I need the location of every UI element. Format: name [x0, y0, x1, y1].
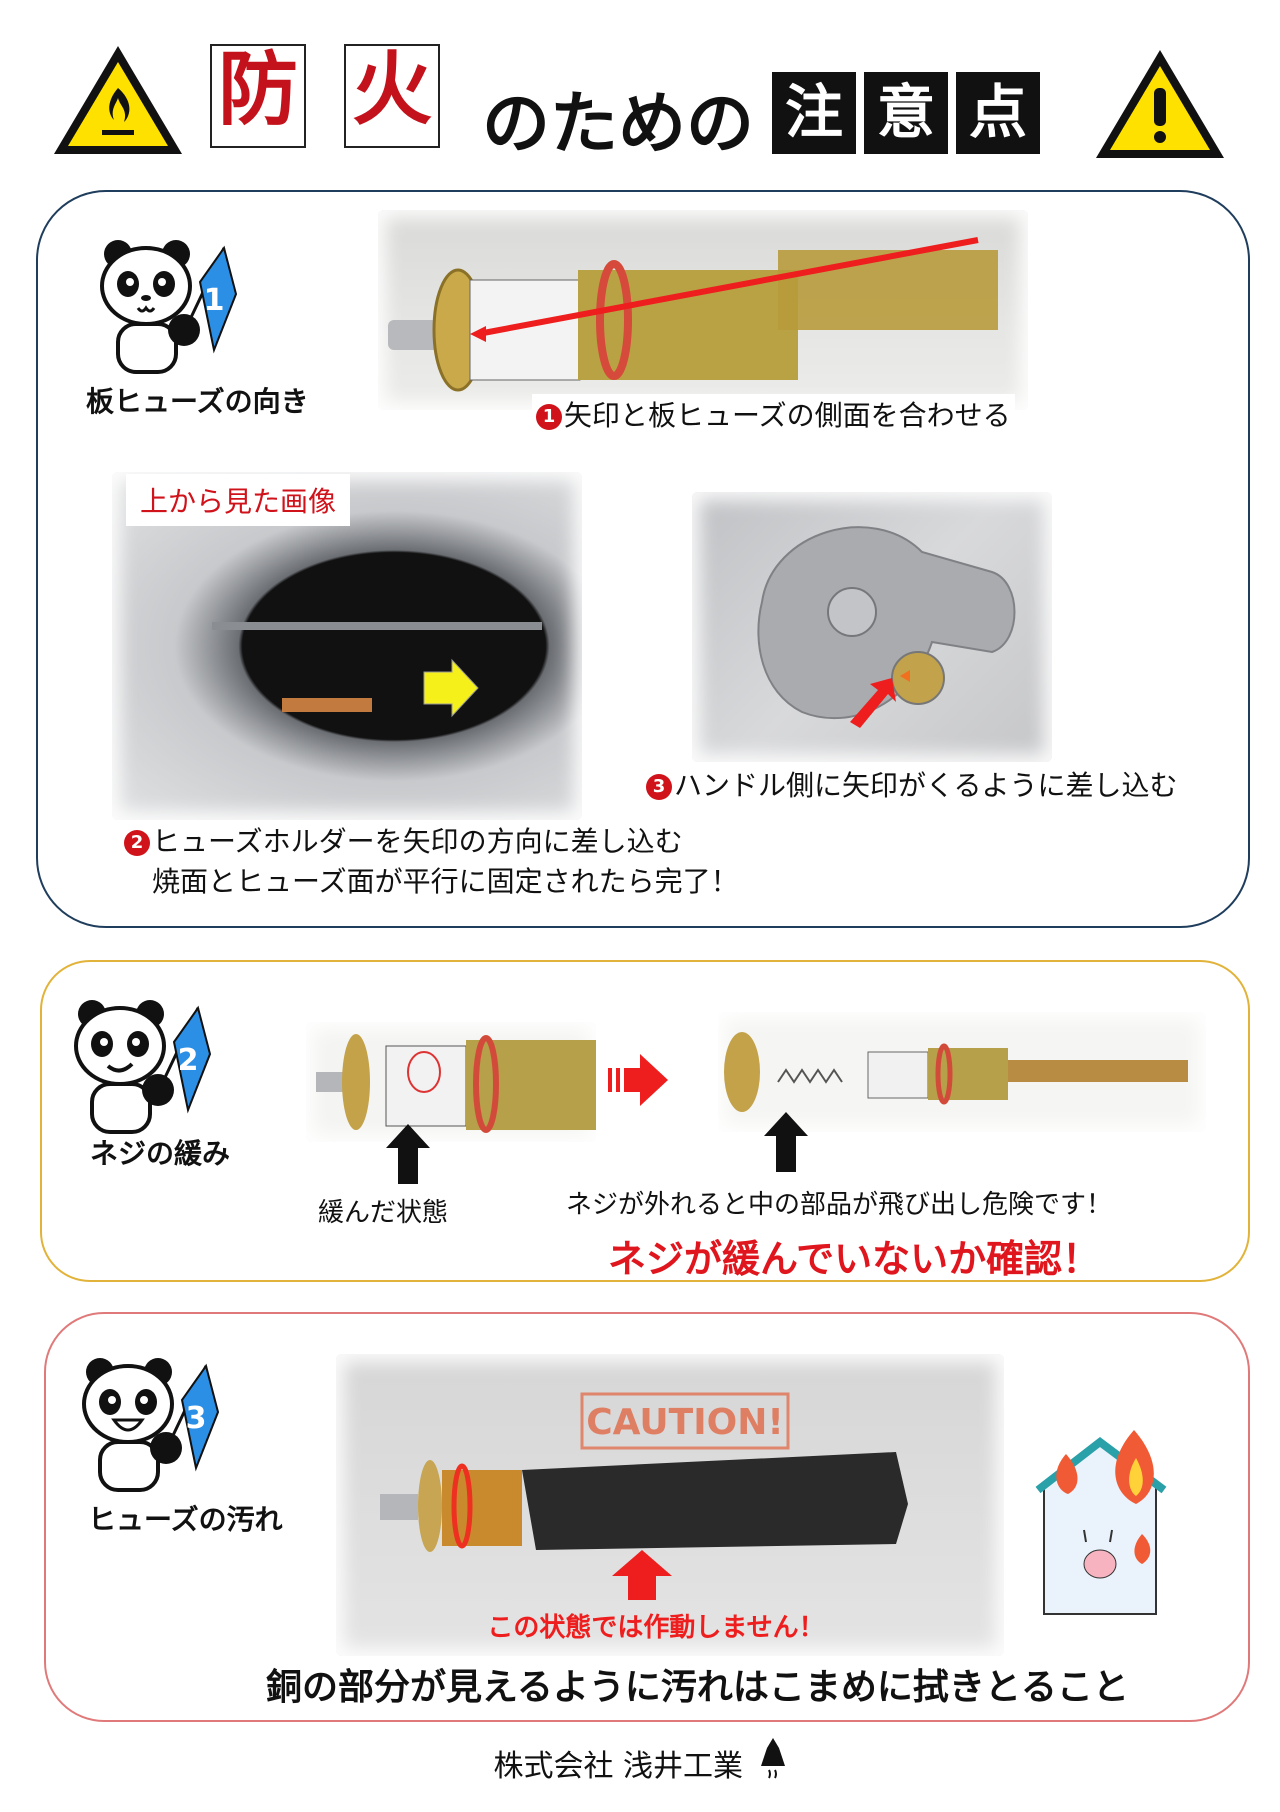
red-arrow-icon — [608, 1050, 670, 1114]
flammable-warning-icon — [48, 40, 188, 160]
title-char-3: 注 — [772, 72, 856, 154]
title-middle: のための — [482, 85, 755, 164]
handle-photo — [692, 492, 1052, 762]
footer: 株式会社 浅井工業 — [0, 1730, 1280, 1785]
section-3-label: ヒューズの汚れ — [88, 1503, 283, 1536]
top-view-photo — [112, 472, 582, 820]
company-logo-icon — [759, 1738, 787, 1792]
spring-arrow-icon — [764, 1112, 808, 1172]
danger-caption: ネジが外れると中の部品が飛び出し危険です！ — [562, 1184, 1117, 1221]
panda-flag-1-icon: 1 — [88, 232, 238, 382]
exclamation-warning-icon — [1090, 44, 1230, 164]
title-char-2: 火 — [344, 44, 440, 148]
section-screw-looseness: 2 ネジの緩み — [40, 960, 1250, 1282]
svg-text:この状態では作動しません！: この状態では作動しません！ — [487, 1612, 824, 1643]
section-2-label: ネジの緩み — [90, 1137, 231, 1170]
top-view-label: 上から見た画像 — [126, 474, 351, 526]
title-char-5: 点 — [956, 72, 1040, 154]
check-screw-warning: ネジが緩んでいないか確認！ — [608, 1237, 1101, 1281]
wipe-instruction: 銅の部分が見えるように汚れはこまめに拭きとること — [266, 1667, 1129, 1708]
loose-state-caption: 緩んだ状態 — [314, 1192, 453, 1229]
title-char-4: 意 — [864, 72, 948, 154]
company-name: 株式会社 浅井工業 — [493, 1749, 743, 1784]
step-2-caption-line2: 焼面とヒューズ面が平行に固定されたら完了！ — [148, 860, 743, 900]
svg-text:CAUTION!: CAUTION! — [586, 1402, 784, 1443]
disassembled-fuse-photo — [718, 1012, 1206, 1132]
panda-flag-2-icon: 2 — [62, 992, 212, 1142]
section-fuse-dirt: 3 ヒューズの汚れ CAUTION! この状態では作動しません！ — [44, 1312, 1250, 1722]
loose-screw-photo — [306, 1022, 596, 1142]
svg-text:3: 3 — [186, 1401, 207, 1436]
fuse-holder-photo — [378, 210, 1028, 410]
title-char-1: 防 — [210, 44, 306, 148]
svg-text:2: 2 — [178, 1043, 199, 1078]
section-1-label: 板ヒューズの向き — [86, 385, 309, 418]
loose-state-arrow-icon — [386, 1124, 430, 1184]
dirty-fuse-photo: CAUTION! この状態では作動しません！ — [336, 1354, 1004, 1656]
house-on-fire-illustration-icon — [1024, 1424, 1174, 1628]
svg-text:1: 1 — [204, 283, 225, 318]
panda-flag-3-icon: 3 — [70, 1350, 220, 1500]
